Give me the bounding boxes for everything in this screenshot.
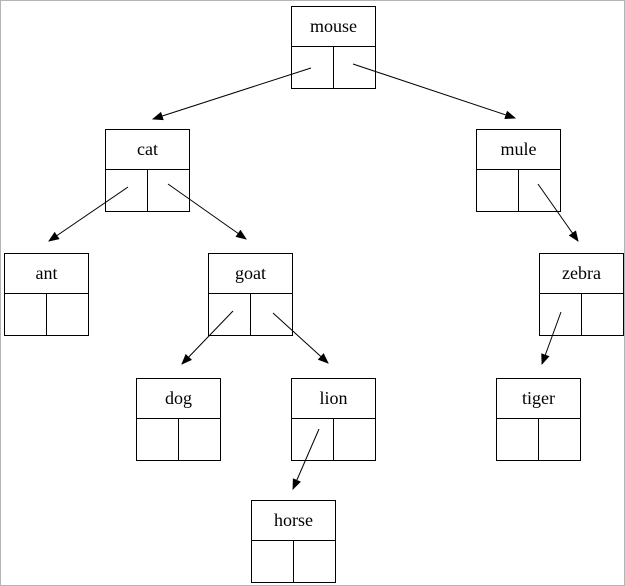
tree-node-dog: dog (136, 378, 221, 461)
pointer-cells (252, 541, 335, 583)
left-pointer-cell (5, 294, 47, 336)
left-pointer-cell (137, 419, 179, 461)
left-pointer-cell (252, 541, 294, 583)
node-label: ant (5, 254, 88, 294)
tree-node-zebra: zebra (539, 253, 624, 336)
node-label: dog (137, 379, 220, 419)
node-label: goat (209, 254, 292, 294)
node-label: tiger (497, 379, 580, 419)
left-pointer-cell (477, 170, 519, 212)
node-label: horse (252, 501, 335, 541)
pointer-cells (5, 294, 88, 336)
edge-mouse-left-to-cat (151, 67, 312, 121)
node-label: mouse (292, 7, 375, 47)
right-pointer-cell (519, 170, 560, 212)
left-pointer-cell (292, 47, 334, 89)
pointer-cells (106, 170, 189, 212)
tree-node-tiger: tiger (496, 378, 581, 461)
node-label: cat (106, 130, 189, 170)
tree-node-cat: cat (105, 129, 190, 212)
node-label: mule (477, 130, 560, 170)
left-pointer-cell (497, 419, 539, 461)
tree-node-mule: mule (476, 129, 561, 212)
pointer-cells (292, 419, 375, 461)
left-pointer-cell (209, 294, 251, 336)
pointer-cells (477, 170, 560, 212)
tree-node-horse: horse (251, 500, 336, 583)
right-pointer-cell (334, 47, 375, 89)
tree-node-lion: lion (291, 378, 376, 461)
pointer-cells (137, 419, 220, 461)
left-pointer-cell (106, 170, 148, 212)
right-pointer-cell (582, 294, 623, 336)
tree-node-ant: ant (4, 253, 89, 336)
pointer-cells (292, 47, 375, 89)
right-pointer-cell (334, 419, 375, 461)
pointer-cells (540, 294, 623, 336)
edge-mouse-right-to-mule (352, 63, 517, 120)
right-pointer-cell (47, 294, 88, 336)
right-pointer-cell (294, 541, 335, 583)
right-pointer-cell (148, 170, 189, 212)
right-pointer-cell (179, 419, 220, 461)
pointer-cells (209, 294, 292, 336)
pointer-cells (497, 419, 580, 461)
left-pointer-cell (292, 419, 334, 461)
tree-node-goat: goat (208, 253, 293, 336)
right-pointer-cell (251, 294, 292, 336)
tree-node-mouse: mouse (291, 6, 376, 89)
node-label: lion (292, 379, 375, 419)
right-pointer-cell (539, 419, 580, 461)
node-label: zebra (540, 254, 623, 294)
left-pointer-cell (540, 294, 582, 336)
